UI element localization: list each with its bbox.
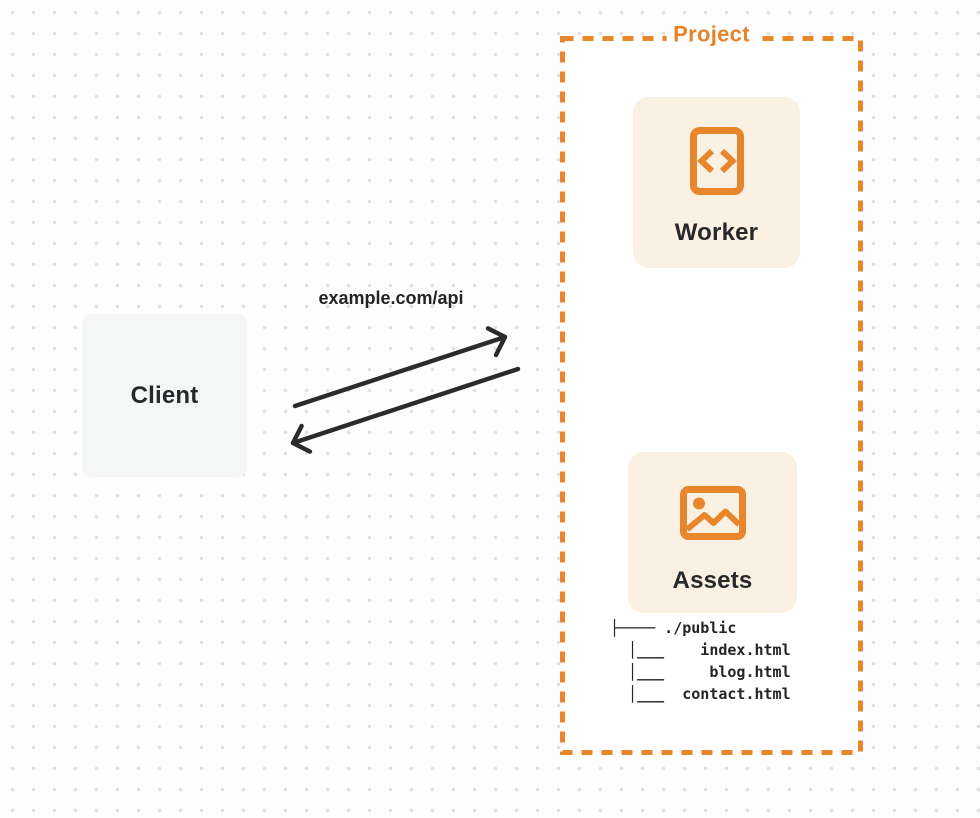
code-file-icon <box>689 127 744 195</box>
project-container: Project Worker Assets ├──── ./public │__… <box>560 21 863 755</box>
worker-label: Worker <box>674 219 759 246</box>
file-tree-line: │___ blog.html <box>610 663 791 681</box>
request-arrow <box>292 326 508 409</box>
file-tree-root: ├──── ./public <box>610 619 737 637</box>
response-arrow <box>290 366 521 454</box>
client-node: Client <box>82 314 247 477</box>
file-tree-line: │___ contact.html <box>610 685 791 703</box>
file-tree: ├──── ./public │___ index.html │___ blog… <box>610 617 791 705</box>
assets-node: Assets <box>628 452 797 613</box>
worker-node: Worker <box>633 97 800 268</box>
request-url-label: example.com/api <box>318 288 464 308</box>
file-tree-line: │___ index.html <box>610 641 791 659</box>
project-label: Project <box>666 21 757 48</box>
image-icon <box>679 486 746 540</box>
assets-label: Assets <box>672 567 753 594</box>
client-label: Client <box>130 381 199 409</box>
